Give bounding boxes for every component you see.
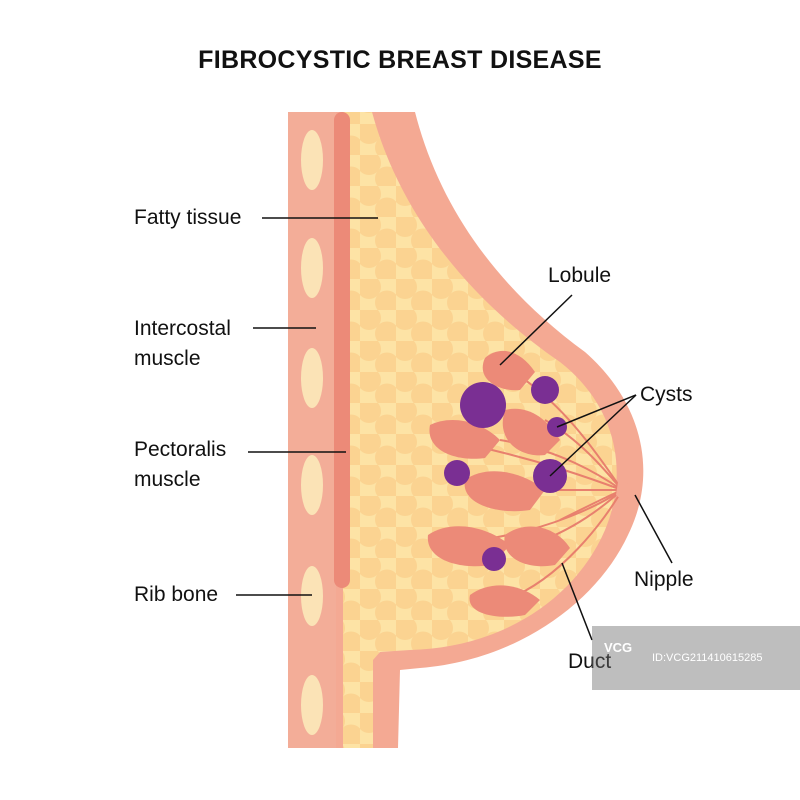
rib-bone (301, 348, 323, 408)
rib-bone (301, 455, 323, 515)
label-nipple: Nipple (634, 568, 694, 591)
rib-bone (301, 130, 323, 190)
rib-bone (301, 675, 323, 735)
watermark-badge (592, 626, 800, 690)
leader-line-nipple (634, 494, 673, 564)
lobule (469, 585, 540, 617)
leader-lines (236, 217, 673, 641)
cyst (531, 376, 559, 404)
label-intercostal-line2: muscle (134, 347, 201, 370)
cyst (460, 382, 506, 428)
label-lobule: Lobule (548, 264, 612, 287)
label-rib-bone: Rib bone (134, 583, 219, 606)
watermark-logo: VCG (604, 640, 633, 655)
pectoralis-muscle (334, 112, 350, 588)
intercostal-muscle (288, 112, 336, 748)
rib-bones (301, 130, 323, 735)
lobule (482, 350, 535, 391)
label-intercostal-line1: Intercostal (134, 317, 231, 340)
leader-line-duct (561, 562, 593, 641)
leader-line-cysts-1 (556, 394, 637, 428)
leader-line-lobule (499, 294, 573, 366)
diagram-title: FIBROCYSTIC BREAST DISEASE (198, 46, 602, 74)
cyst (444, 460, 470, 486)
lobule (504, 526, 570, 567)
label-fatty-tissue: Fatty tissue (134, 206, 242, 229)
cyst (482, 547, 506, 571)
label-pectoralis-line2: muscle (134, 468, 201, 491)
lobules (427, 350, 570, 617)
watermark-id: ID:VCG211410615285 (652, 652, 763, 664)
label-duct: Duct (568, 650, 612, 673)
leader-line-cysts-2 (549, 394, 637, 477)
rib-bone (301, 566, 323, 626)
rib-bone (301, 238, 323, 298)
label-pectoralis-line1: Pectoralis (134, 438, 227, 461)
lobule (502, 408, 560, 456)
lobule (464, 471, 545, 512)
lobule (429, 420, 500, 459)
nipple (616, 481, 632, 499)
label-cysts: Cysts (640, 383, 693, 406)
